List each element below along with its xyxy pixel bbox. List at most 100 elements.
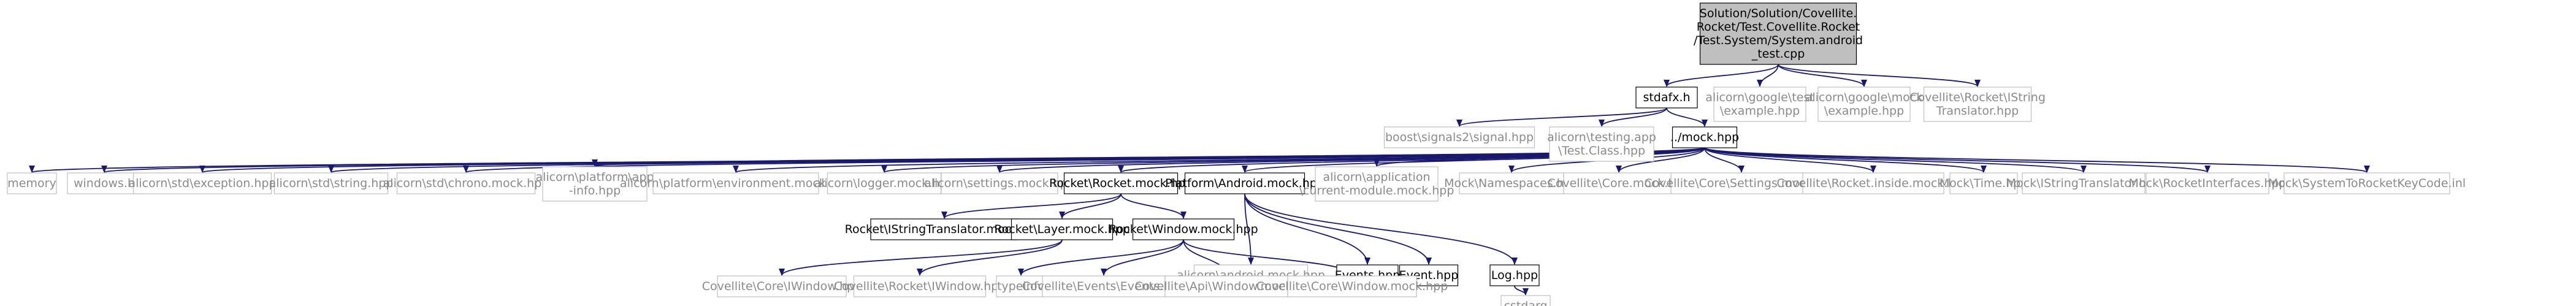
edge-rocket_window_mock-to-typeinfo [1018,239,1184,276]
node-istring_translator: Covellite\Rocket\IStringTranslator.hpp [1909,86,2046,122]
node-box [1184,172,1305,194]
node-events_events: Covellite\Events\Events.hpp [1022,275,1185,297]
node-label: alicorn\std\chrono.mock.hpp [383,177,549,190]
node-box [1949,172,2018,194]
nodes-layer: Solution/Solution/Covellite.Rocket/Test.… [7,2,2466,306]
node-rocket_layer_mock[interactable]: Rocket\Layer.mock.hpp [994,218,1130,240]
edge-root-to-gmock_example [1778,64,1867,87]
node-label: Covellite\Core\Window.mock.hpp [1256,280,1448,293]
node-label: Covellite\Api\Window.mock.hpp [1135,280,1318,293]
node-platform_env: alicorn\platform\environment.mock.hpp [620,172,852,194]
node-label: windows.h [74,177,135,190]
edge-rocket_layer_mock-to-rocket_iwindow [917,239,1063,276]
edge-mock-to-mock_system_keycode [1704,147,2370,173]
node-log_hpp[interactable]: Log.hpp [1489,264,1540,286]
node-mock_rocket_ifaces: Mock\RocketInterfaces.hpp [2129,172,2287,194]
node-box [1063,172,1179,194]
node-mock_time: Mock\Time.hpp [1940,172,2028,194]
node-label: Covellite\Events\Events.hpp [1022,280,1185,293]
node-box [853,275,987,297]
edge-rocket_layer_mock-to-core_iwindow [779,239,1063,276]
node-label: \Test.Class.hpp [1558,144,1645,158]
edge-mock-to-mock_time [1704,147,1987,173]
node-box [827,172,942,194]
node-label: \example.hpp [1824,104,1904,118]
node-rocket_istring_mock[interactable]: Rocket\IStringTranslator.mock.hpp [845,218,1044,240]
node-label: Translator.hpp [1936,104,2019,118]
node-label: Covellite\Core.mock.hpp [1547,177,1690,190]
node-label: alicorn\logger.mock.hpp [814,177,955,190]
edge-mock-to-platform_android [1242,147,1705,173]
node-cstdarg: cstdarg [1500,295,1551,306]
node-label: memory [7,177,56,190]
node-label: -info.hpp [569,184,621,197]
node-root[interactable]: Solution/Solution/Covellite.Rocket/Test.… [1694,2,1863,65]
edge-rocket_window_mock-to-events_events [1101,239,1184,276]
node-box [1489,264,1540,286]
edge-root-to-stdafx [1664,64,1779,87]
node-box [1500,295,1551,306]
node-label: ../mock.hpp [1670,131,1739,144]
node-box [1923,86,2032,122]
edge-mock-to-mock_rocket_ifaces [1704,147,2211,173]
node-box [652,172,819,194]
node-label: Mock\Time.hpp [1940,177,2028,190]
node-app_current_module: alicorn\application\current-module.mock.… [1299,166,1454,202]
node-box [1042,275,1166,297]
node-settings: alicorn\settings.mock.hpp [924,172,1075,194]
node-label: Mock\RocketInterfaces.hpp [2129,177,2287,190]
node-box [996,275,1046,297]
node-mock_namespaces: Mock\Namespaces.hpp [1444,172,1579,194]
node-core_iwindow: Covellite\Core\IWindow.hpp [702,275,862,297]
node-gmock_example: alicorn\google\mock\example.hpp [1805,86,1923,122]
node-label: alicorn\google\test [1705,91,1814,104]
node-boost_signal: boost\signals2\signal.hpp [1383,126,1535,148]
node-label: Rocket\Layer.mock.hpp [994,223,1129,236]
node-label: Log.hpp [1491,269,1538,282]
edge-mock-to-rocket_inside [1704,147,1876,173]
edge-root-to-istring_translator [1778,64,1981,87]
node-label: alicorn\std\exception.hpp [128,177,276,190]
node-rocket_mock[interactable]: Rocket\Rocket.mock.hpp [1049,172,1193,194]
node-stdafx[interactable]: stdafx.h [1635,86,1698,109]
node-label: alicorn\platform\environment.mock.hpp [620,177,852,190]
node-label: boost\signals2\signal.hpp [1385,131,1534,144]
node-label: /Test.System/System.android [1694,34,1863,47]
edge-mock-to-mock_istring [1704,147,2087,173]
node-label: Mock\IStringTranslator.hpp [2006,177,2161,190]
node-label: Solution/Solution/Covellite. [1700,7,1857,20]
node-box [941,172,1058,194]
node-label: Rocket\Window.mock.hpp [1109,223,1258,236]
node-label: alicorn\settings.mock.hpp [924,177,1075,190]
node-box [1011,218,1114,240]
node-platform_android[interactable]: Platform\Android.mock.hpp [1165,172,1324,194]
node-mock[interactable]: ../mock.hpp [1670,126,1739,148]
edge-rocket_mock-to-rocket_layer_mock [1059,193,1122,219]
node-box [1549,126,1654,162]
edge-platform_android-to-event_hpp [1244,193,1432,265]
node-rocket_iwindow: Covellite\Rocket\IWindow.hpp [834,275,1006,297]
node-rocket_window_mock[interactable]: Rocket\Window.mock.hpp [1109,218,1258,240]
edge-platform_android-to-android_mock [1244,193,1254,265]
node-std_string: alicorn\std\string.hpp [269,172,393,194]
node-label: cstdarg [1504,299,1547,306]
node-label: alicorn\platform\app [535,170,654,184]
node-label: Covellite\Rocket\IString [1909,91,2046,104]
node-label: Covellite\Core\IWindow.hpp [702,280,862,293]
node-box [717,275,847,297]
node-label: Mock\SystemToRocketKeyCode.inl [2268,177,2466,190]
node-logger: alicorn\logger.mock.hpp [814,172,955,194]
node-label: \example.hpp [1720,104,1800,118]
edge-platform_android-to-events_hpp [1244,193,1370,265]
node-platform_app_info: alicorn\platform\app-info.hpp [535,166,654,202]
node-label: alicorn\application [1323,170,1431,184]
node-mock_istring: Mock\IStringTranslator.hpp [2006,172,2161,194]
node-label: Rocket\IStringTranslator.mock.hpp [845,223,1044,236]
node-box [132,172,272,194]
node-box [1563,172,1675,194]
node-label: Mock\Namespaces.hpp [1444,177,1579,190]
node-label: Platform\Android.mock.hpp [1165,177,1324,190]
node-label: Covellite\Rocket\IWindow.hpp [834,280,1006,293]
node-box [542,166,648,202]
